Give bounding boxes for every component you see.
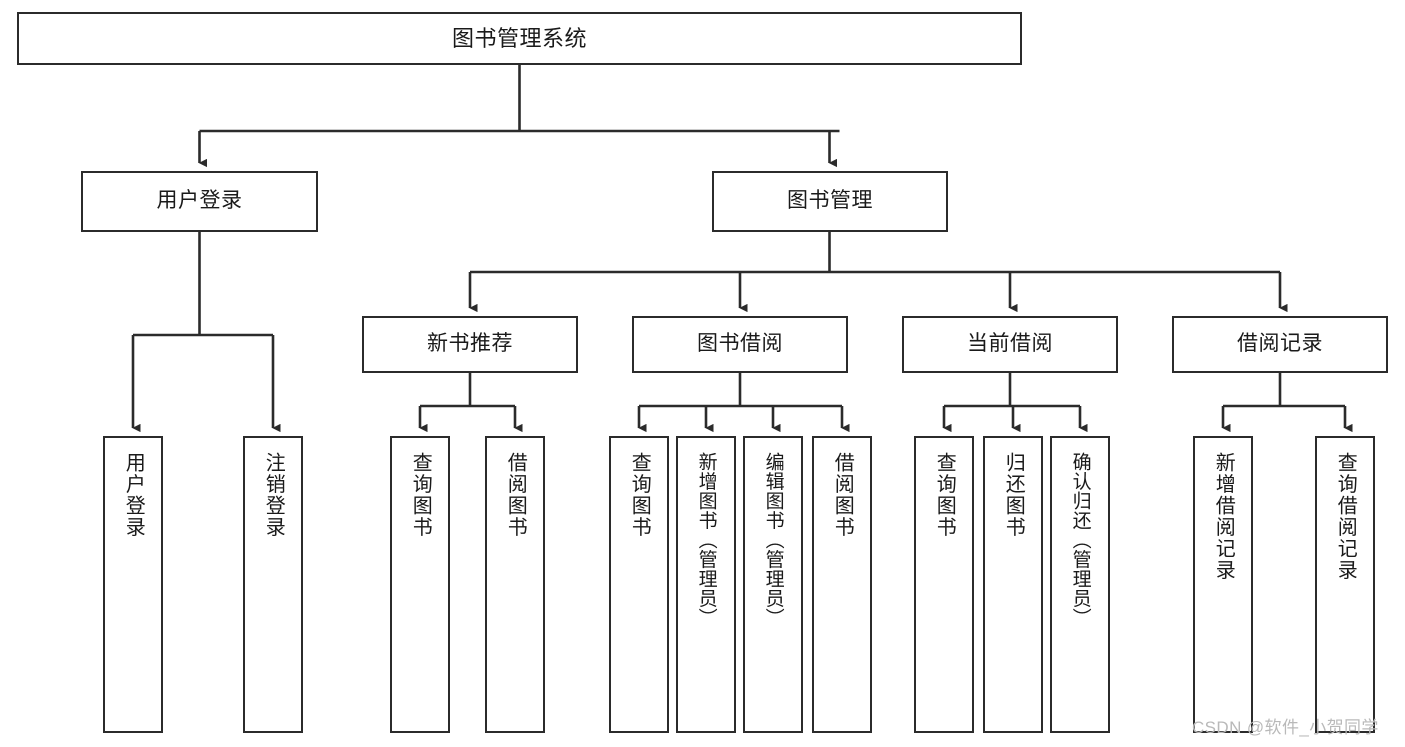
node-root[interactable]: 图书管理系统 bbox=[17, 12, 1022, 65]
node-leaf-query-record-label: 查询借阅记录 bbox=[1334, 452, 1357, 581]
node-leaf-edit-book-label: 编辑图书（管理员） bbox=[762, 452, 784, 628]
node-leaf-query-record[interactable]: 查询借阅记录 bbox=[1315, 436, 1375, 733]
node-leaf-query-book-2-label: 查询图书 bbox=[628, 452, 651, 538]
node-leaf-edit-book[interactable]: 编辑图书（管理员） bbox=[743, 436, 803, 733]
node-leaf-return-book[interactable]: 归还图书 bbox=[983, 436, 1043, 733]
node-leaf-add-book-label: 新增图书（管理员） bbox=[695, 452, 717, 628]
node-new-book-recommend[interactable]: 新书推荐 bbox=[362, 316, 578, 373]
node-leaf-add-book[interactable]: 新增图书（管理员） bbox=[676, 436, 736, 733]
node-new-book-recommend-label: 新书推荐 bbox=[427, 332, 513, 356]
node-leaf-borrow-book-1-label: 借阅图书 bbox=[504, 452, 527, 538]
node-leaf-query-book-1[interactable]: 查询图书 bbox=[390, 436, 450, 733]
csdn-watermark: CSDN @软件_小贺同学 bbox=[1192, 718, 1379, 737]
node-borrow-record-label: 借阅记录 bbox=[1237, 332, 1323, 356]
node-book-manage[interactable]: 图书管理 bbox=[712, 171, 948, 232]
node-leaf-query-book-2[interactable]: 查询图书 bbox=[609, 436, 669, 733]
node-leaf-borrow-book-1[interactable]: 借阅图书 bbox=[485, 436, 545, 733]
node-leaf-add-record-label: 新增借阅记录 bbox=[1212, 452, 1235, 581]
node-leaf-user-login-label: 用户登录 bbox=[122, 452, 145, 538]
node-current-borrow-label: 当前借阅 bbox=[967, 332, 1053, 356]
node-book-manage-label: 图书管理 bbox=[787, 189, 873, 213]
node-leaf-logout[interactable]: 注销登录 bbox=[243, 436, 303, 733]
node-user-login[interactable]: 用户登录 bbox=[81, 171, 318, 232]
node-leaf-query-book-1-label: 查询图书 bbox=[409, 452, 432, 538]
node-root-label: 图书管理系统 bbox=[451, 25, 587, 51]
node-book-borrow[interactable]: 图书借阅 bbox=[632, 316, 848, 373]
node-leaf-add-record[interactable]: 新增借阅记录 bbox=[1193, 436, 1253, 733]
node-leaf-return-book-label: 归还图书 bbox=[1002, 452, 1025, 538]
node-leaf-borrow-book-2-label: 借阅图书 bbox=[831, 452, 854, 538]
node-leaf-query-book-3-label: 查询图书 bbox=[933, 452, 956, 538]
node-leaf-borrow-book-2[interactable]: 借阅图书 bbox=[812, 436, 872, 733]
node-leaf-user-login[interactable]: 用户登录 bbox=[103, 436, 163, 733]
node-leaf-confirm-return-label: 确认归还（管理员） bbox=[1069, 452, 1091, 628]
node-leaf-confirm-return[interactable]: 确认归还（管理员） bbox=[1050, 436, 1110, 733]
node-borrow-record[interactable]: 借阅记录 bbox=[1172, 316, 1388, 373]
node-leaf-query-book-3[interactable]: 查询图书 bbox=[914, 436, 974, 733]
node-current-borrow[interactable]: 当前借阅 bbox=[902, 316, 1118, 373]
node-user-login-label: 用户登录 bbox=[156, 189, 243, 213]
node-leaf-logout-label: 注销登录 bbox=[262, 452, 285, 538]
node-book-borrow-label: 图书借阅 bbox=[697, 332, 783, 356]
